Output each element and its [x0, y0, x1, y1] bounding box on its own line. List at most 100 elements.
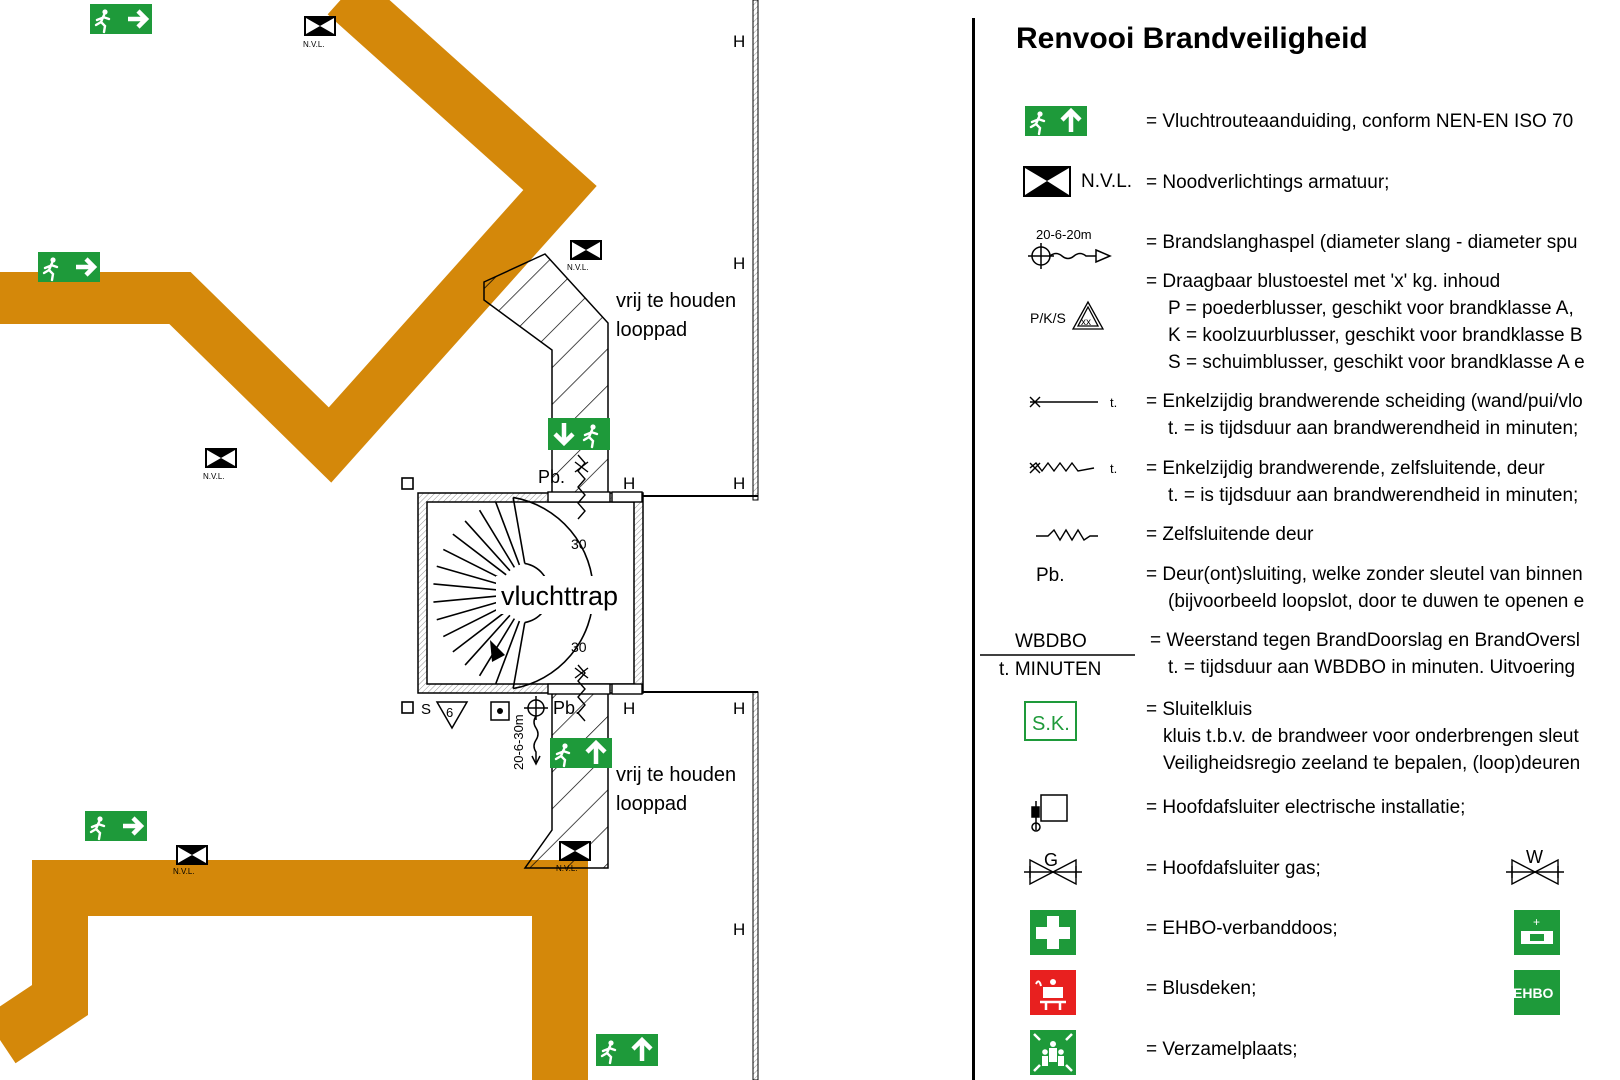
- gas-valve-icon: [1024, 858, 1082, 886]
- emergency-light-5: [559, 841, 591, 861]
- pb-label-upper: Pb.: [538, 467, 565, 487]
- t-label-2: t.: [1110, 461, 1117, 476]
- hose-reel-icon: [524, 696, 548, 766]
- marker-square-lower: [401, 701, 414, 714]
- legend-wbdbo-sub: t. = tijdsduur aan WBDBO in minuten. Uit…: [1168, 657, 1576, 678]
- tminuten-label: t. MINUTEN: [999, 659, 1101, 680]
- extinguisher-type: S: [421, 701, 431, 718]
- hydrant-label-6: H: [733, 699, 745, 718]
- fire-door-symbol-lower: [574, 664, 589, 722]
- key-safe-icon: [1024, 701, 1077, 741]
- legend-symbols: N.V.L. 20-6-20m P/K/S xx t. t. Pb. WBDBO…: [980, 106, 1564, 1075]
- hose-dims: 20-6-20m: [1036, 227, 1092, 242]
- legend-title: Renvooi Brandveiligheid: [1016, 22, 1368, 55]
- legend-powder-text: P = poederblusser, geschikt voor brandkl…: [1168, 298, 1574, 319]
- pks-label: P/K/S: [1030, 310, 1066, 326]
- exit-sign-icon: [1025, 106, 1087, 136]
- door-upper: [547, 491, 643, 503]
- legend-fire-door-sub: t. = is tijdsduur aan brandwerendheid in…: [1168, 485, 1579, 506]
- stair-label: vluchttrap: [501, 581, 618, 611]
- legend-door-lock-text: = Deur(ont)sluiting, welke zonder sleute…: [1146, 564, 1583, 585]
- outer-wall: [640, 0, 759, 1080]
- emergency-light-2: [570, 240, 602, 260]
- free-path-lower-line2: looppad: [616, 793, 687, 815]
- legend-fire-door-text: = Enkelzijdig brandwerende, zelfsluitend…: [1146, 458, 1545, 479]
- legend-exit-text: = Vluchtrouteaanduiding, conform NEN-EN …: [1146, 111, 1574, 132]
- assembly-point-icon: [1030, 1030, 1076, 1075]
- extinguisher-kg: 6: [446, 705, 453, 720]
- hydrant-label-2: H: [733, 254, 745, 273]
- hose-label: 20-6-30m: [511, 714, 526, 770]
- wbdbo-label: WBDBO: [1015, 631, 1087, 652]
- free-path-upper: [483, 253, 609, 497]
- free-path-upper-line2: looppad: [616, 319, 687, 341]
- exit-sign-right-3: [85, 811, 147, 841]
- legend-fire-wall-text: = Enkelzijdig brandwerende scheiding (wa…: [1146, 391, 1583, 412]
- emergency-light-3: [205, 448, 237, 468]
- nvl-label-2: N.V.L.: [567, 263, 589, 272]
- legend-fire-blanket-text: = Blusdeken;: [1146, 978, 1257, 999]
- water-label: W: [1526, 847, 1543, 867]
- emergency-light-icon: [1023, 166, 1071, 197]
- free-path-lower-line1: vrij te houden: [616, 764, 736, 786]
- exit-sign-right-1: [90, 4, 152, 34]
- legend-door-lock-sub: (bijvoorbeeld loopslot, door te duwen te…: [1168, 591, 1585, 612]
- extinguisher-legend-icon: [1071, 300, 1105, 330]
- floor-plan: N.V.L. N.V.L. N.V.L. N.V.L. N.V.L. H H H…: [0, 0, 759, 1080]
- exit-sign-up-1: [550, 738, 612, 768]
- fire-door-icon: [1029, 461, 1095, 474]
- main-electric-switch-icon: [1031, 794, 1068, 832]
- hydrant-label-3: H: [623, 474, 635, 493]
- sk-label: S.K.: [1032, 713, 1070, 735]
- legend-key-safe-sub2: Veiligheidsregio zeeland te bepalen, (lo…: [1163, 753, 1581, 774]
- legend-key-safe-sub1: kluis t.b.v. de brandweer voor onderbren…: [1163, 726, 1579, 747]
- rating-upper: 30: [571, 536, 587, 552]
- exit-sign-up-2: [596, 1034, 658, 1066]
- hose-reel-legend-icon: [1028, 243, 1112, 269]
- legend-main-gas-text: = Hoofdafsluiter gas;: [1146, 858, 1321, 879]
- nvl-legend-label: N.V.L.: [1081, 171, 1132, 192]
- fire-blanket-icon: [1030, 970, 1076, 1015]
- stair-direction-arrow: [490, 640, 505, 662]
- xx-label: xx: [1081, 317, 1091, 328]
- nvl-label-5: N.V.L.: [556, 864, 578, 873]
- hydrant-label-4: H: [733, 474, 745, 493]
- water-valve-icon: [1506, 858, 1564, 886]
- escape-corridor-lower: [0, 860, 588, 1080]
- legend-co2-text: K = koolzuurblusser, geschikt voor brand…: [1168, 325, 1583, 346]
- legend-self-closing-text: = Zelfsluitende deur: [1146, 524, 1314, 545]
- exit-sign-right-2: [38, 252, 100, 282]
- ehbo-icon: EHBO: [1513, 970, 1560, 1015]
- legend-main-electric-text: = Hoofdafsluiter electrische installatie…: [1146, 797, 1466, 818]
- gas-label: G: [1044, 850, 1058, 870]
- rating-lower: 30: [571, 639, 587, 655]
- legend-hose-text: = Brandslanghaspel (diameter slang - dia…: [1146, 232, 1578, 253]
- fire-door-symbol-upper: [574, 454, 589, 520]
- pb-legend-label: Pb.: [1036, 565, 1065, 586]
- legend-emergency-light-text: = Noodverlichtings armatuur;: [1146, 172, 1390, 193]
- legend-foam-text: S = schuimblusser, geschikt voor brandkl…: [1168, 352, 1585, 373]
- emergency-light-1: [304, 16, 336, 36]
- ehbo-label: EHBO: [1513, 985, 1554, 1001]
- legend-key-safe-text: = Sluitelkluis: [1146, 699, 1253, 720]
- legend-wbdbo-text: = Weerstand tegen BrandDoorslag en Brand…: [1150, 630, 1581, 651]
- hydrant-label-5: H: [623, 699, 635, 718]
- free-path-upper-line1: vrij te houden: [616, 290, 736, 312]
- marker-square-upper: [401, 477, 414, 490]
- self-closing-door-icon: [1036, 528, 1098, 542]
- t-label-1: t.: [1110, 395, 1117, 410]
- legend-first-aid-text: = EHBO-verbanddoos;: [1146, 918, 1338, 939]
- fire-wall-icon: [1029, 396, 1098, 408]
- extinguisher-triangle: [435, 701, 469, 730]
- pb-label-lower: Pb.: [553, 698, 580, 718]
- emergency-light-4: [176, 845, 208, 865]
- nvl-label-4: N.V.L.: [173, 867, 195, 876]
- first-aid-kit-icon: +: [1514, 910, 1560, 955]
- door-lower: [547, 683, 643, 695]
- legend-divider: [972, 18, 975, 1080]
- legend-fire-wall-sub: t. = is tijdsduur aan brandwerendheid in…: [1168, 418, 1579, 439]
- svg-text:+: +: [1533, 915, 1540, 929]
- nvl-label-3: N.V.L.: [203, 472, 225, 481]
- legend-extinguisher-text: = Draagbaar blustoestel met 'x' kg. inho…: [1146, 271, 1501, 292]
- nvl-label-1: N.V.L.: [303, 40, 325, 49]
